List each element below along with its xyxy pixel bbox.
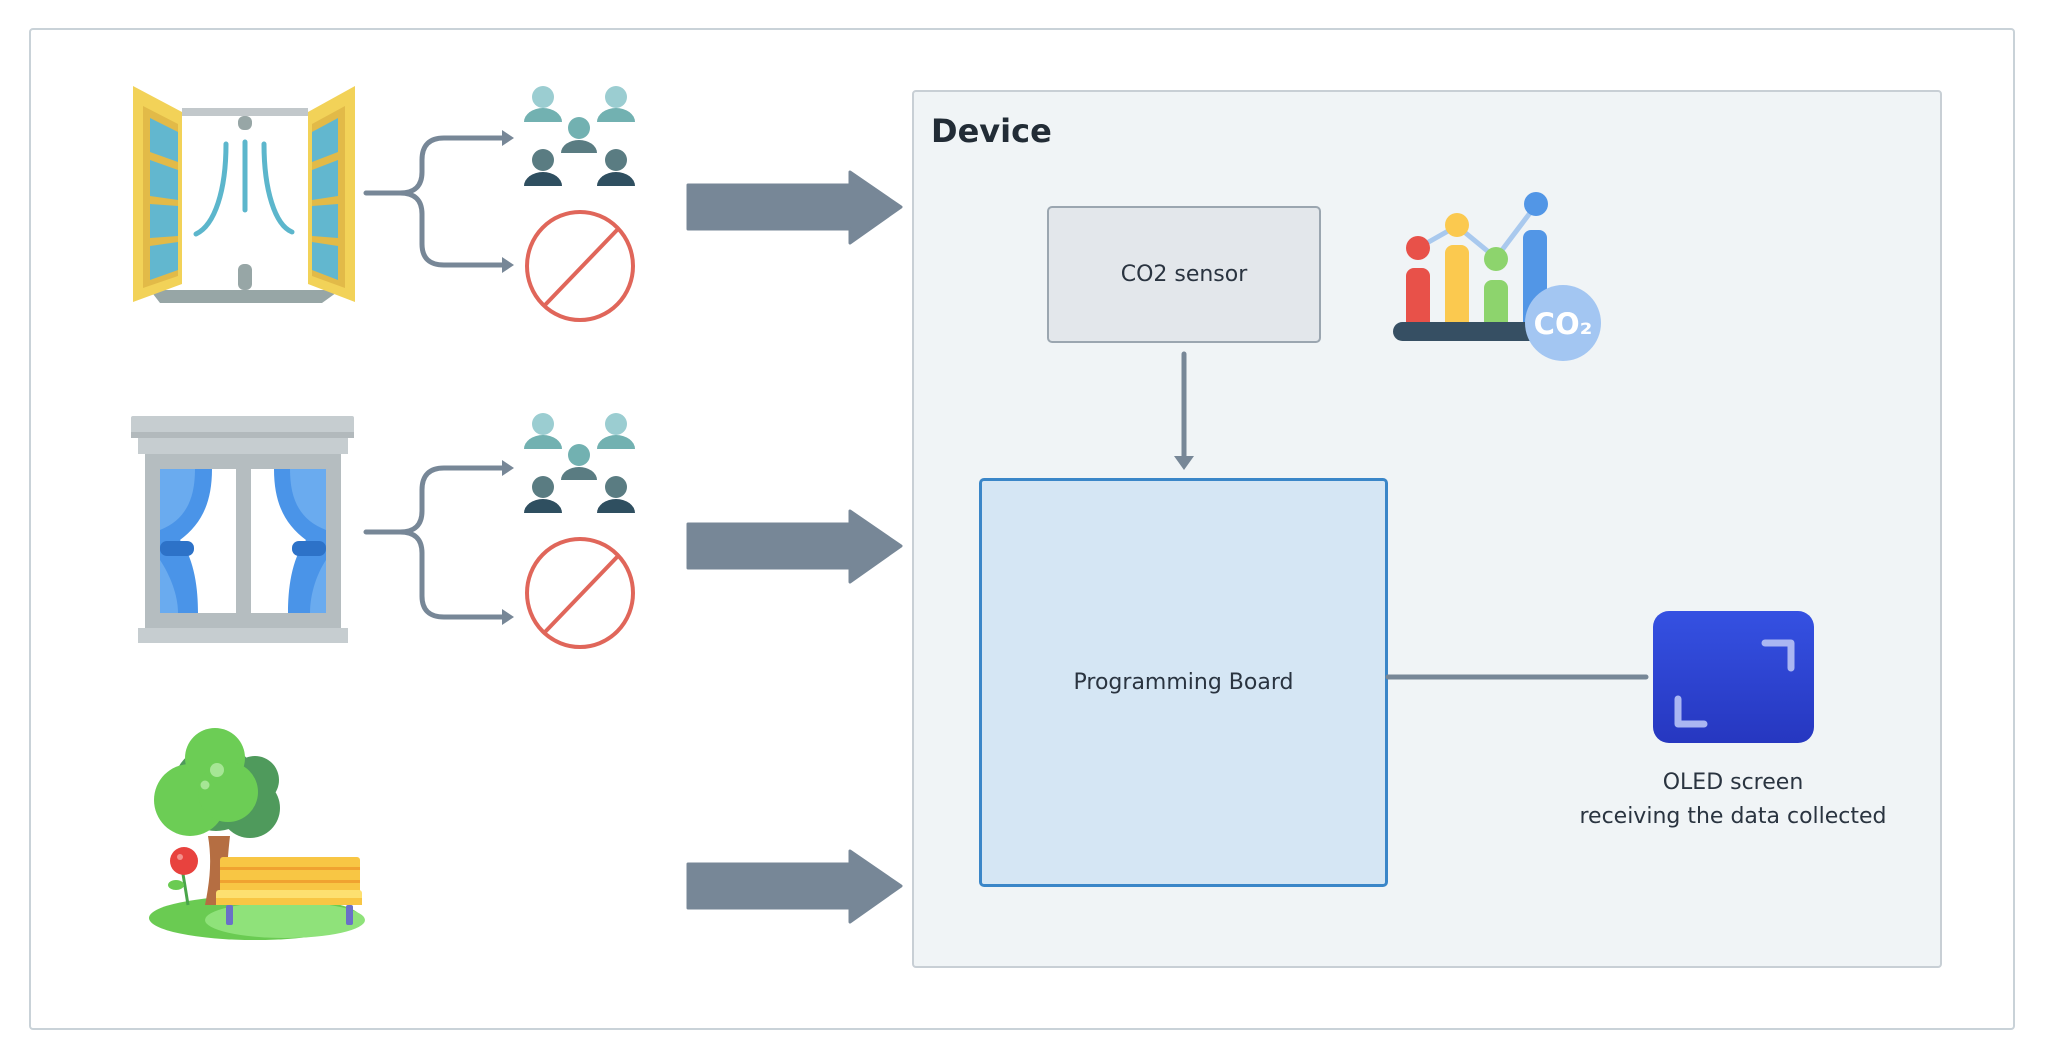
co2-sensor-label: CO2 sensor bbox=[1120, 262, 1248, 287]
oled-screen-label: OLED screen receiving the data collected bbox=[1543, 766, 1923, 834]
park-bench-tree-icon bbox=[149, 728, 365, 940]
curtained-window-icon bbox=[131, 416, 354, 643]
open-window-icon bbox=[133, 86, 355, 303]
programming-board-label: Programming Board bbox=[1073, 670, 1294, 695]
input-arrow-2 bbox=[686, 509, 903, 584]
oled-label-line1: OLED screen bbox=[1662, 770, 1804, 795]
people-group-icon bbox=[524, 413, 635, 513]
prohibited-icon bbox=[525, 537, 635, 649]
input-arrow-1 bbox=[686, 170, 903, 245]
branch-connector-1 bbox=[363, 130, 514, 273]
people-group-icon bbox=[524, 86, 635, 186]
co2-badge-text: CO₂ bbox=[1534, 307, 1593, 341]
programming-board-node: Programming Board bbox=[979, 478, 1388, 887]
input-arrow-3 bbox=[686, 849, 903, 924]
sensor-to-board-arrow bbox=[1174, 351, 1194, 470]
device-title: Device bbox=[931, 112, 1052, 150]
co2-sensor-node: CO2 sensor bbox=[1047, 206, 1321, 343]
branch-connector-2 bbox=[363, 460, 514, 625]
oled-label-line2: receiving the data collected bbox=[1579, 804, 1887, 829]
oled-screen-icon bbox=[1653, 611, 1814, 743]
prohibited-icon bbox=[525, 210, 635, 322]
co2-chart-icon: CO₂ bbox=[1393, 192, 1601, 361]
